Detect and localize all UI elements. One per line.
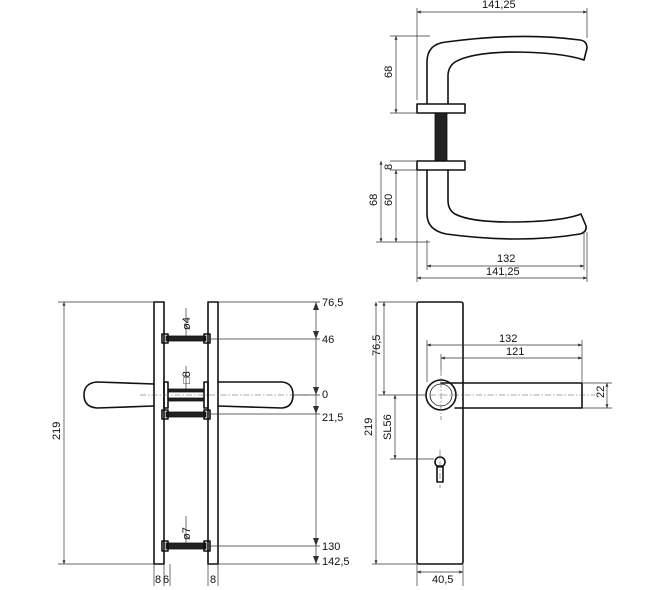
dim-front-219: 219 — [363, 418, 375, 436]
front-view: 76,5 219 SL56 132 121 22 40,5 — [363, 301, 612, 586]
top-view: 141,25 68 8 68 60 132 141,25 — [368, 0, 588, 282]
screw-middle — [161, 409, 211, 420]
lower-rose — [416, 160, 466, 171]
back-plate-right — [207, 301, 219, 565]
dim-front-132: 132 — [499, 333, 517, 345]
dim-front-76-5: 76,5 — [371, 335, 383, 356]
back-plate-left — [153, 301, 165, 565]
dim-bottom-outer-width: 141,25 — [486, 266, 520, 278]
dim-front-40-5: 40,5 — [432, 574, 453, 586]
side-spindle — [167, 388, 205, 393]
upper-rose — [416, 103, 466, 114]
front-lever — [440, 382, 583, 409]
dim-plate-a: 8 — [155, 574, 161, 586]
dim-lower-rose: 8 — [383, 164, 395, 170]
dim-top-width: 141,25 — [482, 0, 516, 11]
dim-lower-height-outer: 68 — [368, 194, 380, 206]
dim-front-121: 121 — [506, 346, 524, 358]
dim-side-0: 0 — [322, 389, 328, 401]
dim-side-21-5: 21,5 — [322, 412, 343, 424]
lower-lever-outline — [426, 169, 587, 240]
upper-lever-outline — [426, 35, 588, 105]
dim-side-height: 219 — [51, 422, 63, 440]
dim-side-46: 46 — [322, 334, 334, 346]
dim-side-130: 130 — [322, 541, 340, 553]
dim-bottom-inner-width: 132 — [497, 253, 515, 265]
side-view: 219 76,5 46 0 21,5 130 142,5 ø4 □8 ø7 — [51, 297, 350, 586]
label-spindle: □8 — [181, 371, 193, 384]
front-plate — [416, 301, 464, 565]
dim-lower-height-inner: 60 — [383, 194, 395, 206]
label-screw-top: ø4 — [181, 317, 193, 330]
left-lever — [83, 381, 155, 409]
dim-side-76-5: 76,5 — [322, 297, 343, 309]
dim-front-sl56: SL56 — [382, 414, 394, 440]
dim-plate-c: 8 — [210, 574, 216, 586]
dim-plate-b: 6 — [163, 574, 169, 586]
dim-front-22: 22 — [595, 386, 607, 398]
dim-upper-height: 68 — [383, 66, 395, 78]
dim-side-142-5: 142,5 — [322, 556, 350, 568]
label-screw-bottom: ø7 — [181, 527, 193, 540]
